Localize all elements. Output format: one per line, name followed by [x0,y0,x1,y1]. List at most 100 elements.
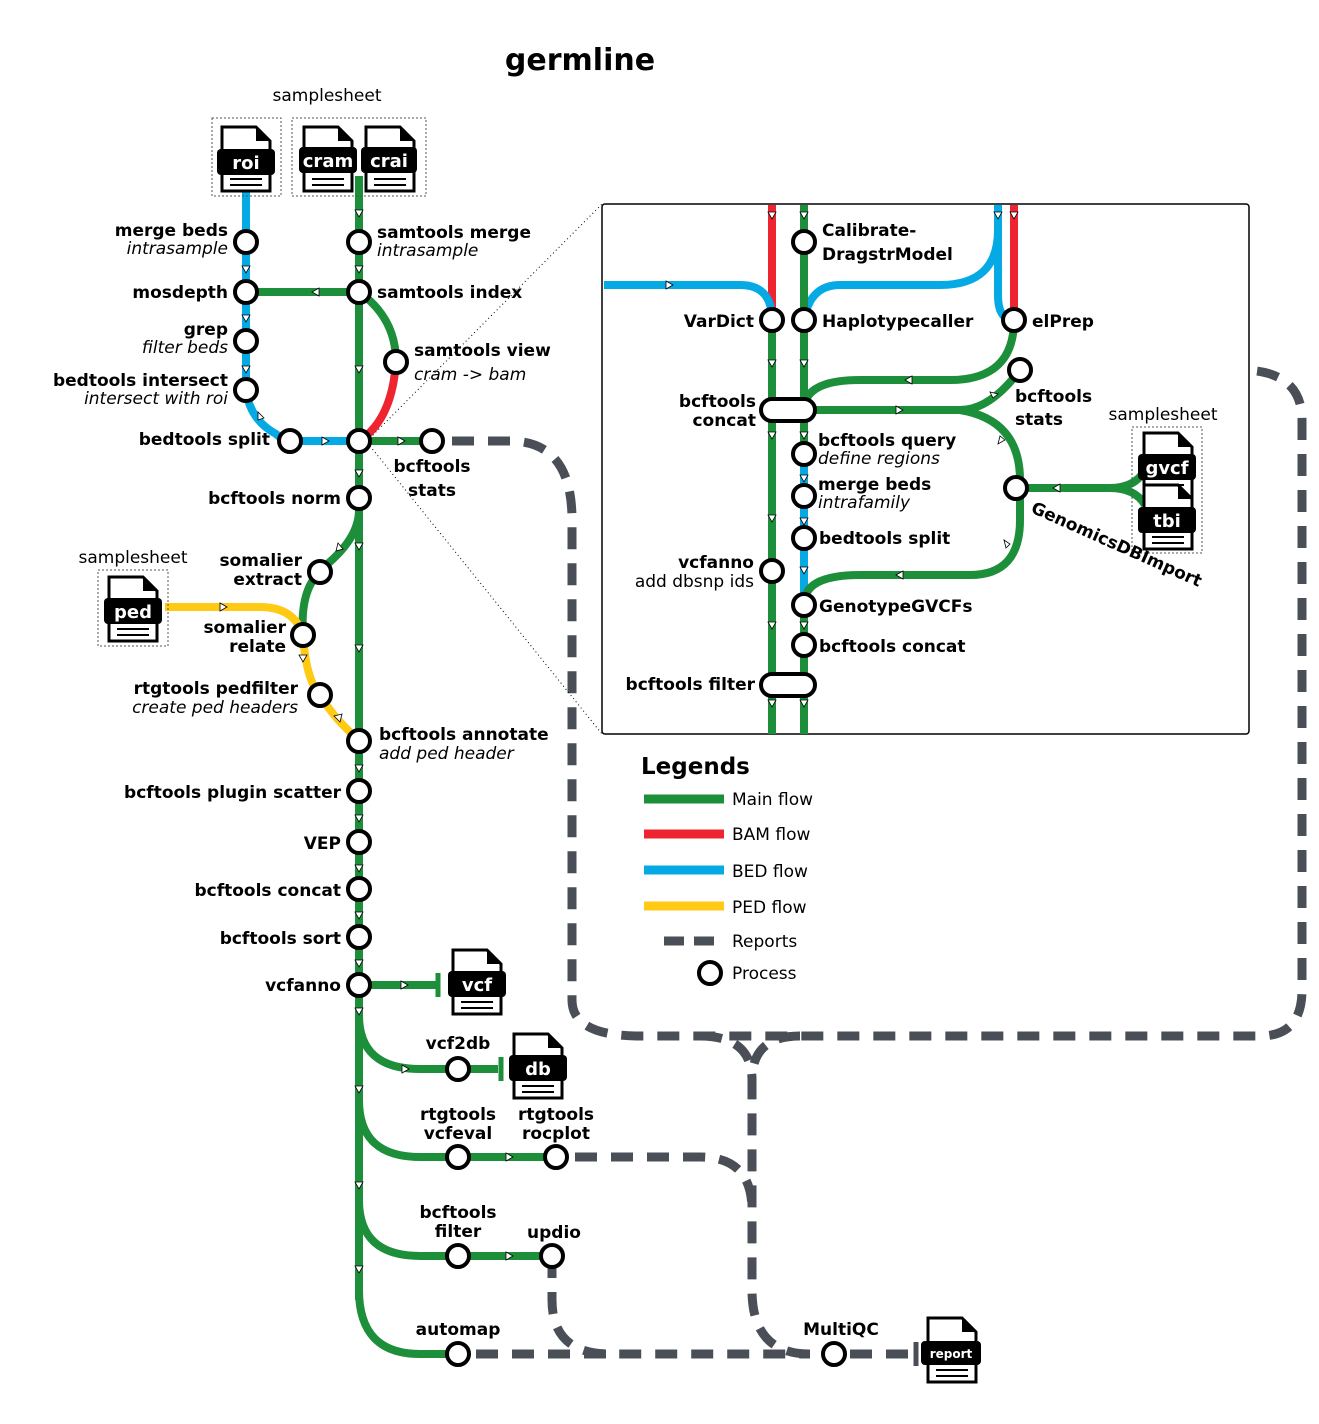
node-vcfanno[interactable]: vcfanno [265,972,372,998]
svg-text:BAM flow: BAM flow [732,825,810,845]
svg-text:relate: relate [229,637,286,657]
flow-arrows [219,209,514,1274]
node-multiqc[interactable]: MultiQC [803,1320,879,1367]
svg-text:merge beds: merge beds [818,475,931,495]
legend-item-process: Process [697,960,797,986]
node-samtools-view[interactable]: samtools view cram -> bam [383,341,551,385]
node-mosdepth[interactable]: mosdepth [132,279,259,305]
inset-node-elprep[interactable]: elPrep [1001,307,1094,333]
node-bcftools-stats[interactable]: bcftools stats [393,428,471,501]
inset-node-merge-beds[interactable]: merge beds intrafamily [791,475,931,513]
svg-text:define regions: define regions [818,449,940,469]
node-bedtools-split[interactable]: bedtools split [139,428,303,454]
svg-text:bcftools sort: bcftools sort [220,929,341,949]
node-merge-beds[interactable]: merge beds intrasample [115,221,259,259]
node-rtgtools-rocplot[interactable]: rtgtools rocplot [518,1105,594,1170]
inset-node-genotypegvcfs[interactable]: GenotypeGVCFs [791,592,973,618]
inset-node-bcftools-query[interactable]: bcftools query define regions [791,431,956,469]
svg-text:bedtools split: bedtools split [139,430,270,450]
svg-text:bcftools query: bcftools query [818,431,956,451]
inset-node-bedtools-split[interactable]: bedtools split [791,525,950,551]
node-bedtools-intersect[interactable]: bedtools intersect intersect with roi [53,371,259,409]
inset-node-bcftools-concat[interactable]: bcftools concat [791,632,966,658]
node-rtgtools-pedfilter[interactable]: rtgtools pedfilter create ped headers [132,679,333,718]
node-vep[interactable]: VEP [304,829,372,855]
bam-flow-line [356,361,400,445]
samplesheet-label: samplesheet [272,86,381,106]
svg-text:gvcf: gvcf [1145,458,1188,479]
svg-text:somalier: somalier [203,618,286,638]
svg-text:concat: concat [692,411,756,431]
svg-text:db: db [525,1059,551,1080]
svg-text:bcftools: bcftools [419,1203,496,1223]
svg-text:mosdepth: mosdepth [132,283,228,303]
svg-text:bcftools: bcftools [393,457,470,477]
inset-node-bcftools-filter-pair[interactable]: bcftools filter [626,672,817,698]
samplesheet-ped: samplesheet [78,548,188,647]
node-samtools-merge[interactable]: samtools merge intrasample [346,223,531,261]
node-bcftools-annotate[interactable]: bcftools annotate add ped header [346,725,549,764]
svg-text:rtgtools: rtgtools [420,1105,496,1125]
inset-node-vardict[interactable]: VarDict [684,307,785,333]
svg-text:updio: updio [527,1223,581,1243]
svg-text:bedtools split: bedtools split [819,529,950,549]
svg-text:vcf: vcf [462,975,492,996]
svg-text:report: report [930,1347,973,1361]
node-updio[interactable]: updio [527,1223,581,1269]
svg-text:ped: ped [114,602,152,623]
vcf-file-icon: vcf [448,948,506,1016]
svg-text:bcftools norm: bcftools norm [208,489,341,509]
gvcf-file-icon: gvcf [1138,431,1196,499]
svg-text:add ped header: add ped header [379,744,515,764]
svg-text:rtgtools pedfilter: rtgtools pedfilter [134,679,299,699]
node-rtgtools-vcfeval[interactable]: rtgtools vcfeval [420,1105,496,1170]
inset-node-haplotypecaller[interactable]: Haplotypecaller [791,307,974,333]
inset-node-bcftools-stats[interactable]: bcftools stats [1007,357,1092,430]
svg-text:GenotypeGVCFs: GenotypeGVCFs [819,597,973,617]
inset-node-calibrate-dragstrmodel[interactable]: Calibrate- DragstrModel [791,221,953,265]
svg-text:intrasample: intrasample [127,239,228,259]
svg-text:add dbsnp ids: add dbsnp ids [635,572,754,592]
svg-text:filter: filter [435,1222,482,1242]
svg-text:samtools index: samtools index [377,283,522,303]
svg-text:bcftools concat: bcftools concat [194,881,341,901]
svg-text:roi: roi [232,153,259,174]
node-bcftools-sort[interactable]: bcftools sort [220,924,372,950]
svg-text:Haplotypecaller: Haplotypecaller [822,312,974,332]
samplesheet-top: samplesheet [211,86,427,197]
node-main-junction[interactable] [346,428,372,454]
svg-text:cram -> bam: cram -> bam [414,365,526,385]
inset-node-bcftools-concat-pair[interactable]: bcftools concat [679,392,817,431]
svg-text:Reports: Reports [732,932,797,952]
node-somalier-extract[interactable]: somalier extract [219,551,333,590]
svg-text:rtgtools: rtgtools [518,1105,594,1125]
node-bcftools-concat[interactable]: bcftools concat [194,876,372,902]
svg-text:bcftools: bcftools [679,392,756,412]
svg-text:vcf2db: vcf2db [426,1034,491,1054]
svg-text:grep: grep [184,320,228,340]
ped-file-icon: ped [104,575,162,643]
node-grep[interactable]: grep filter beds [142,320,259,358]
node-somalier-relate[interactable]: somalier relate [203,618,316,657]
samplesheet-label: samplesheet [78,548,187,568]
svg-text:cram: cram [303,151,353,172]
svg-text:intersect with roi: intersect with roi [84,389,228,409]
db-file-icon: db [509,1032,567,1100]
svg-text:vcfanno: vcfanno [265,976,341,996]
node-bcftools-norm[interactable]: bcftools norm [208,485,372,511]
svg-text:intrasample: intrasample [377,241,478,261]
legend-item-ped-flow: PED flow [644,898,807,918]
svg-text:create ped headers: create ped headers [132,698,298,718]
node-samtools-index[interactable]: samtools index [346,279,522,305]
node-bcftools-filter[interactable]: bcftools filter [419,1203,497,1269]
node-automap[interactable]: automap [416,1320,501,1367]
node-bcftools-plugin-scatter[interactable]: bcftools plugin scatter [124,778,372,804]
svg-text:bcftools annotate: bcftools annotate [379,725,549,745]
svg-text:stats: stats [1015,410,1063,430]
inset-node-vcfanno[interactable]: vcfanno add dbsnp ids [635,553,785,592]
roi-file-icon: roi [217,125,275,193]
node-vcf2db[interactable]: vcf2db [426,1034,491,1082]
legend-item-bam-flow: BAM flow [644,825,810,845]
svg-text:DragstrModel: DragstrModel [822,245,953,265]
report-file-icon: report [921,1316,981,1384]
